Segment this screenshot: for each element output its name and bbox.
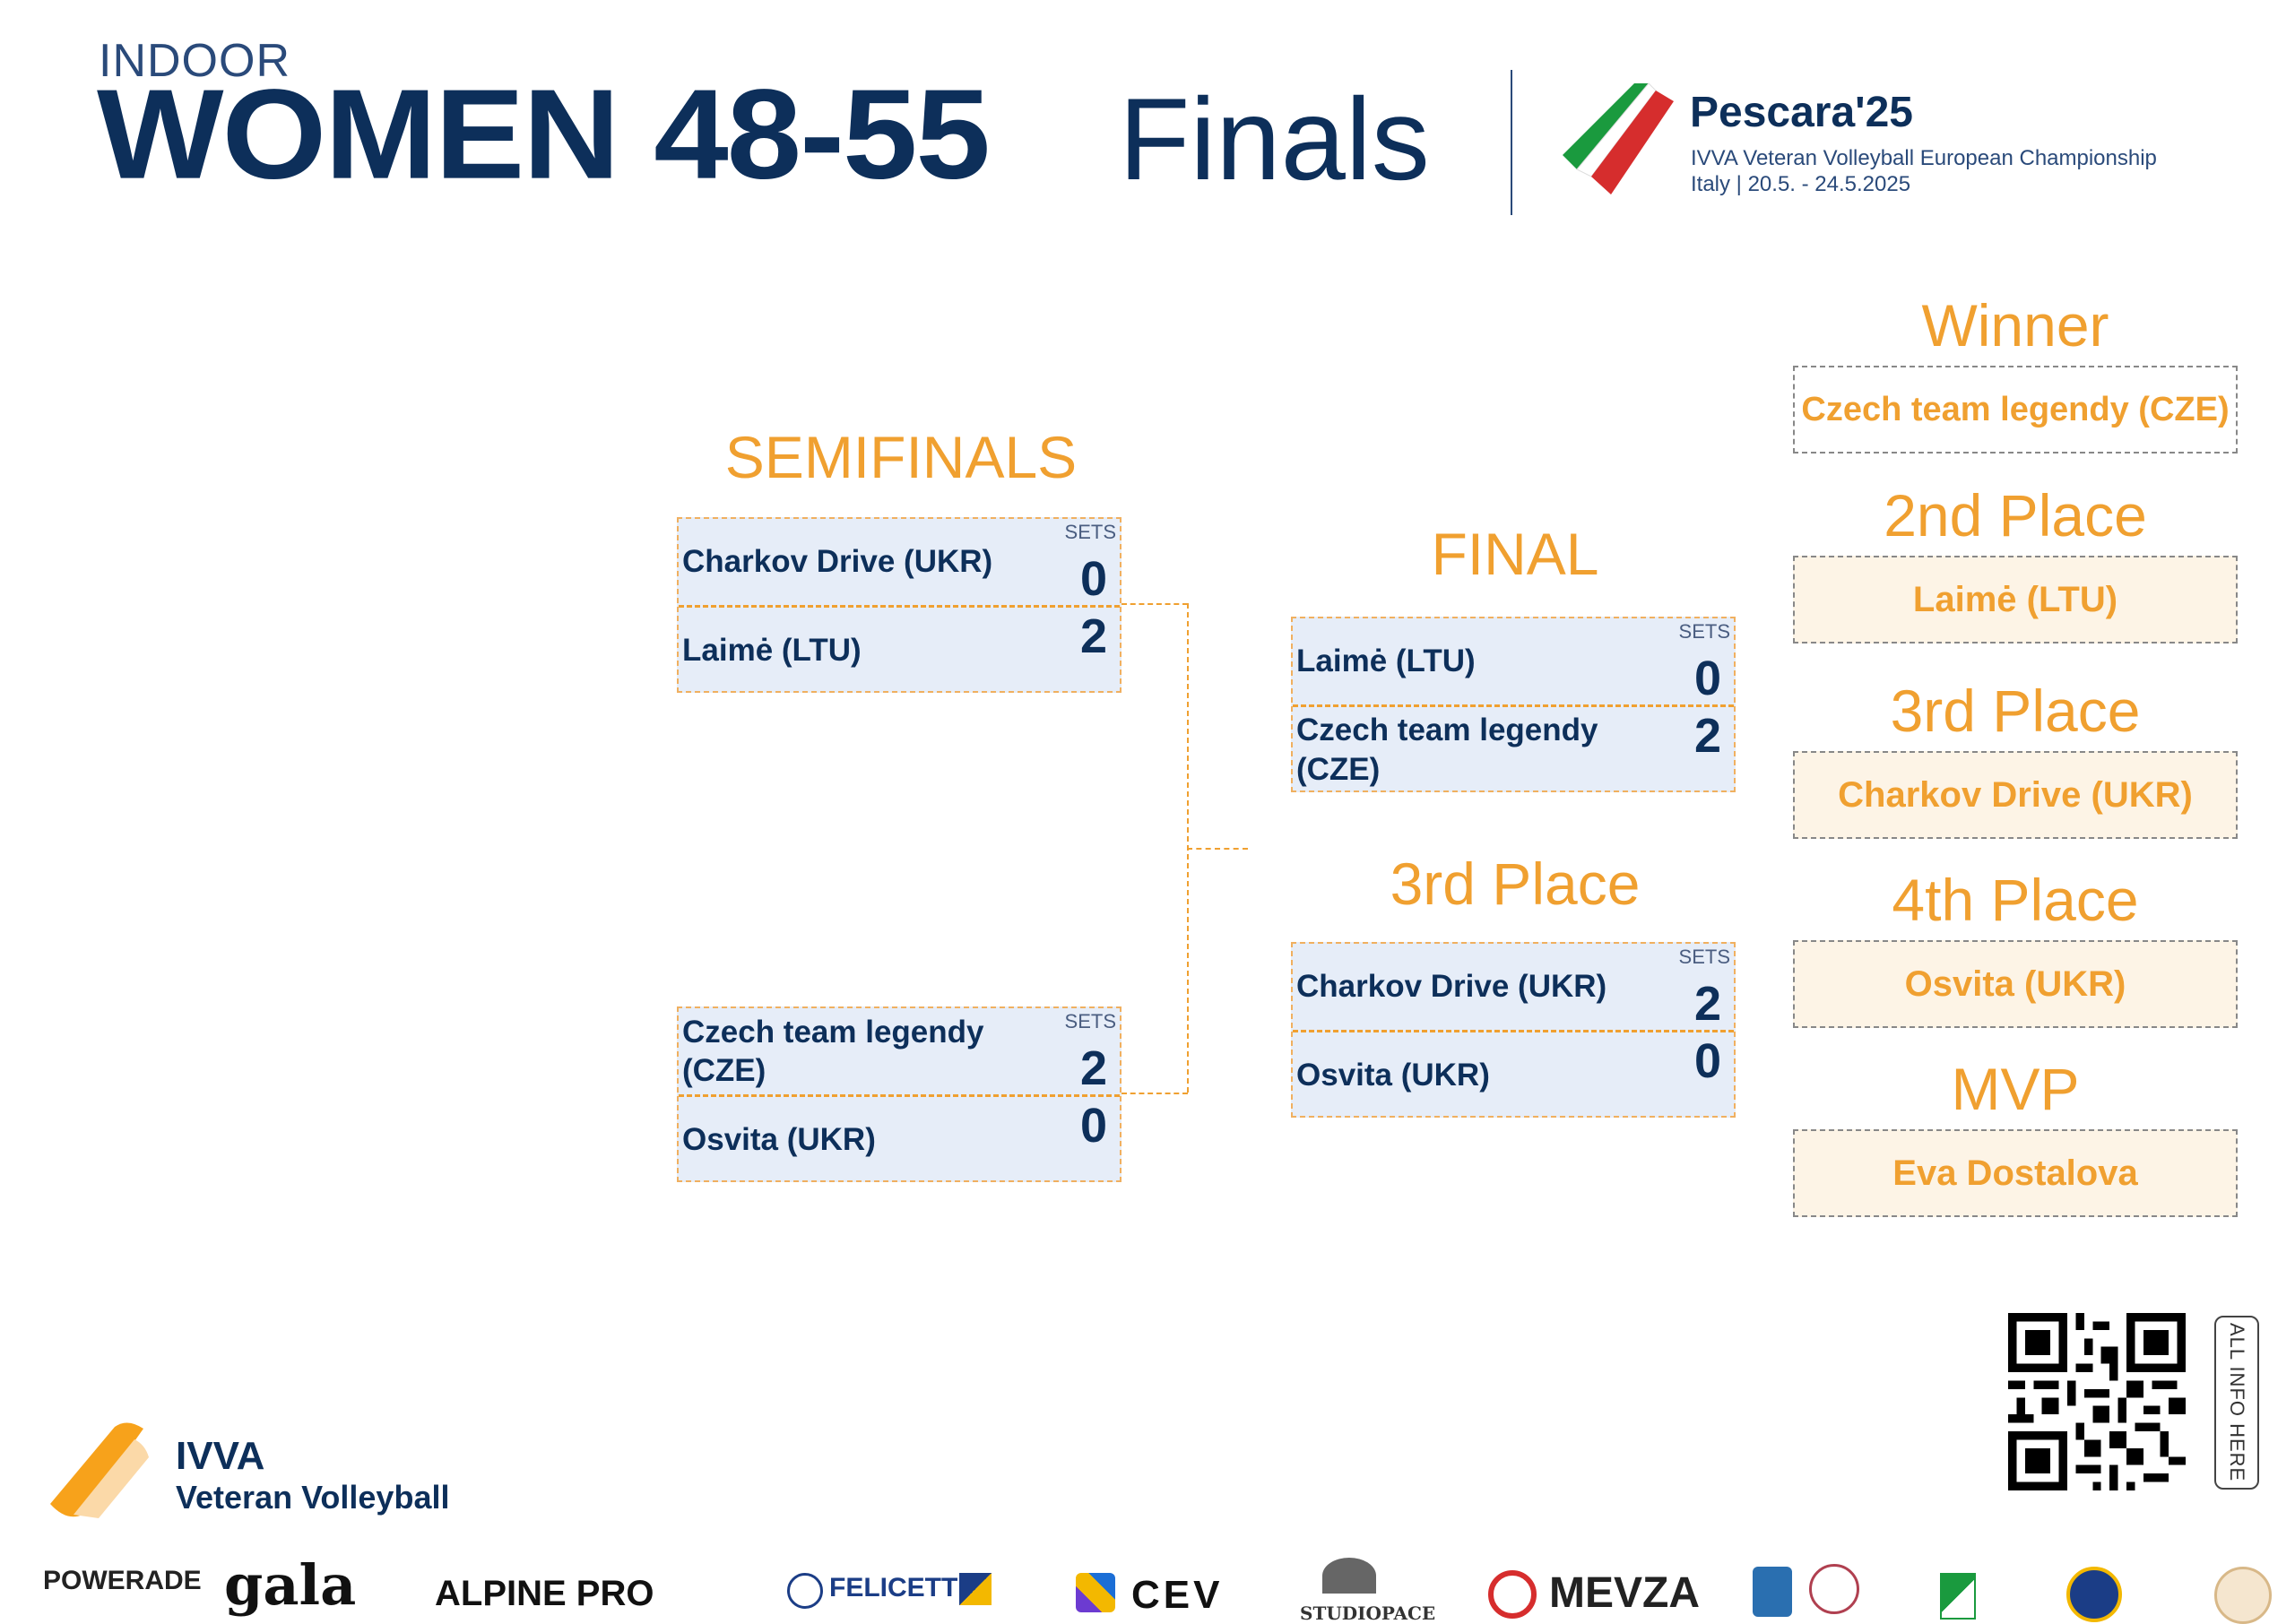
sets-label: SETS	[1678, 620, 1730, 643]
stage-title: Finals	[1119, 73, 1430, 204]
third-place-card: SETS Charkov Drive (UKR) 2 Osvita (UKR) …	[1291, 942, 1736, 1118]
card-divider	[1293, 1030, 1734, 1032]
division-title: WOMEN 48-55	[97, 62, 991, 206]
abruzzo-crest-icon	[1940, 1573, 1976, 1620]
region-seal-icon	[1809, 1564, 1859, 1614]
event-logo	[1563, 82, 1674, 194]
bracket-connector	[1122, 1093, 1188, 1094]
sponsor-cev: CEV	[1131, 1573, 1224, 1617]
team-score: 2	[1693, 977, 1721, 1031]
team-name: Czech team legendy (CZE)	[1296, 713, 1598, 787]
org-name: IVVA	[176, 1434, 265, 1478]
sponsor-mevza: MEVZA	[1549, 1569, 1700, 1617]
cev-icon	[1076, 1573, 1115, 1612]
second-place-box: Laimė (LTU)	[1793, 556, 2238, 644]
team-score: 2	[1693, 709, 1721, 763]
third-place-box: Charkov Drive (UKR)	[1793, 751, 2238, 839]
card-divider	[1293, 704, 1734, 707]
sponsor-studiopace: STUDIOPACE	[1300, 1602, 1436, 1624]
sponsor-gala: gala	[224, 1552, 357, 1618]
event-dates: Italy | 20.5. - 24.5.2025	[1691, 172, 1911, 196]
semifinal-1-card: SETS Charkov Drive (UKR) 0 Laimė (LTU) 2	[677, 517, 1122, 693]
sponsor-felicetti: FELICETTI	[829, 1573, 966, 1602]
sets-label: SETS	[1064, 1010, 1116, 1032]
semifinals-heading: SEMIFINALS	[724, 424, 1078, 490]
qr-code-icon	[2008, 1313, 2186, 1490]
sponsor-powerade: POWERADE	[43, 1566, 202, 1595]
bracket-connector	[1122, 603, 1188, 605]
team-name: Osvita (UKR)	[682, 1121, 876, 1157]
ivva-logo	[50, 1422, 149, 1518]
qr-code[interactable]	[2008, 1313, 2186, 1490]
header-divider	[1511, 70, 1512, 215]
team-name: Laimė (LTU)	[1296, 644, 1476, 679]
sets-label: SETS	[1064, 521, 1116, 543]
felicetti-icon	[787, 1573, 823, 1609]
final-heading: FINAL	[1431, 521, 1599, 587]
fourth-place-heading: 4th Place	[1892, 867, 2139, 933]
mvp-heading: MVP	[1951, 1056, 2080, 1122]
event-subtitle: IVVA Veteran Volleyball European Champio…	[1691, 146, 2157, 170]
card-divider	[679, 1094, 1120, 1097]
bracket-connector	[1187, 848, 1248, 850]
team-score: 0	[1693, 652, 1721, 705]
mevza-icon	[1488, 1570, 1537, 1619]
category-label: INDOOR	[99, 35, 290, 87]
club-badge-icon	[2066, 1567, 2122, 1622]
org-tagline: Veteran Volleyball	[176, 1479, 450, 1516]
team-name: Laimė (LTU)	[682, 632, 862, 668]
third-place-standing-heading: 3rd Place	[1890, 678, 2141, 744]
team-score: 0	[1079, 1099, 1107, 1153]
card-divider	[679, 605, 1120, 608]
event-name: Pescara'25	[1690, 89, 1913, 136]
qr-caption-tab: ALL INFO HERE	[2214, 1316, 2259, 1490]
team-score: 2	[1079, 609, 1107, 663]
team-score: 0	[1693, 1034, 1721, 1088]
qr-caption: ALL INFO HERE	[2226, 1323, 2248, 1482]
team-name: Osvita (UKR)	[1296, 1057, 1490, 1093]
team-name: Charkov Drive (UKR)	[1296, 969, 1607, 1005]
felicetti-flag-icon	[959, 1573, 992, 1605]
team-name: Charkov Drive (UKR)	[682, 544, 993, 580]
semifinal-2-card: SETS Czech team legendy (CZE) 2 Osvita (…	[677, 1006, 1122, 1182]
second-place-heading: 2nd Place	[1884, 482, 2147, 549]
city-crest-icon	[1753, 1567, 1792, 1617]
final-card: SETS Laimė (LTU) 0 Czech team legendy (C…	[1291, 617, 1736, 792]
team-score: 2	[1079, 1041, 1107, 1095]
fourth-place-box: Osvita (UKR)	[1793, 940, 2238, 1028]
winner-box: Czech team legendy (CZE)	[1793, 366, 2238, 454]
winner-heading: Winner	[1921, 292, 2109, 358]
studiopace-icon	[1322, 1558, 1376, 1594]
uica-seal-icon	[2214, 1567, 2272, 1624]
team-name: Czech team legendy (CZE)	[682, 1014, 984, 1088]
sponsor-alpine-pro: ALPINE PRO	[435, 1574, 654, 1613]
third-place-heading: 3rd Place	[1390, 851, 1641, 917]
sets-label: SETS	[1678, 946, 1730, 968]
mvp-box: Eva Dostalova	[1793, 1129, 2238, 1217]
team-score: 0	[1079, 552, 1107, 606]
